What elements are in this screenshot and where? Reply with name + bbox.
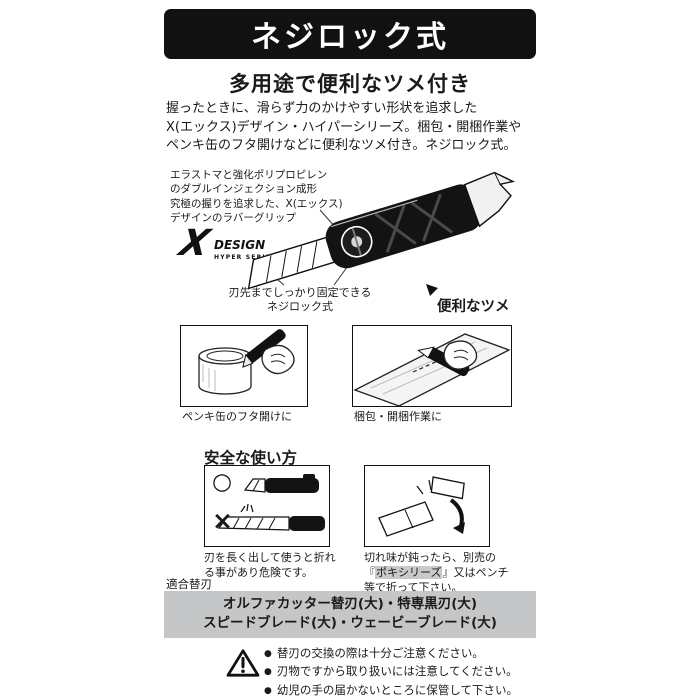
safety-title: 安全な使い方 [204,449,298,467]
bullet-icon: ● [264,685,272,696]
warning-list: ● 替刃の交換の際は十分ご注意ください。 ● 刃物ですから取り扱いには注意してくださ… [264,644,524,699]
paint-caption: ペンキ缶のフタ開けに [182,410,292,423]
claw-arrow-icon [426,284,438,296]
bullet-icon: ● [264,649,272,659]
blades-banner: オルファカッター替刃(大)・特専黒刃(大) スピードブレード(大)・ウェービーブ… [164,591,536,638]
warning-icon [226,649,260,677]
x-design-logo: X DESIGN HYPER SERIES [174,222,270,262]
snap-blade-figure [364,465,490,547]
claw-label: 便利なツメ [437,299,510,315]
packing-caption: 梱包・開梱作業に [354,410,442,423]
safety-left-caption: 刃を長く出して使うと折れ る事があり危険です。 [204,551,336,581]
grip-pattern [374,193,454,253]
bullet-icon: ● [264,667,272,678]
cardboard-illustration [353,333,511,406]
header-banner: ネジロック式 [164,9,536,59]
brand-highlight: ポキシリーズ [375,565,443,579]
logo-x: X [174,222,216,262]
safety-right-caption: 切れ味が鈍ったら、別売の 『ポキシリーズ』又はペンチ 等で折って下さい。 [364,551,508,596]
snap-blade-illustration [378,476,465,537]
grip-note-line: のダブルインジェクション成形 [170,183,317,196]
short-long-blade-illustration [217,474,325,531]
warning-text: 刃物ですから取り扱いには注意してください。 [276,664,518,679]
warning-item: ● 幼児の手の届かないところに保管して下さい。 [264,681,524,699]
blades-label: 適合替刃 [166,577,212,591]
subtitle: 多用途で便利なツメ付き [229,72,471,96]
page-title: ネジロック式 [251,20,449,55]
warning-text: 幼児の手の届かないところに保管して下さい。 [276,682,519,697]
intro-line: ペンキ缶のフタ開けなどに便利なツメ付き。ネジロック式。 [166,138,517,154]
grip-note: エラストマと強化ポリプロピレン のダブルインジェクション成形 究極の握りを追求し… [170,168,343,225]
lock-note: 刃先までしっかり固定できる ネジロック式 [220,286,380,315]
logo-design-text: DESIGN [214,238,265,252]
ng-cross-icon: × [212,506,233,535]
caption-line: る事があり危険です。 [204,565,313,579]
ok-circle-icon: ○ [212,469,233,495]
cardboard-figure [352,325,512,407]
caption-line: 刃を長く出して使うと折れ [204,551,336,564]
warning-text: 替刃の交換の際は十分ご注意ください。 [276,646,484,660]
knife-illustration [247,171,516,290]
warning-item: ● 刃物ですから取り扱いには注意してください。 [264,662,524,680]
grip-note-line: エラストマと強化ポリプロピレン [170,169,328,181]
lock-note-line: ネジロック式 [267,300,333,314]
blade-length-figure: ○ × [204,465,330,547]
intro-line: 握ったときに、滑らず力のかけやすい形状を追求した [166,101,478,116]
caption-line: 『ポキシリーズ』又はペンチ [364,565,509,579]
lock-note-line: 刃先までしっかり固定できる [228,286,372,299]
grip-note-line: デザインのラバーグリップ [170,211,296,224]
intro-paragraph: 握ったときに、滑らず力のかけやすい形状を追求した X(エックス)デザイン・ハイパ… [166,100,536,156]
grip-note-line: 究極の握りを追求した、X(エックス) [170,197,343,210]
caption-line: 切れ味が鈍ったら、別売の [364,551,496,564]
paint-can-illustration [198,329,295,395]
blades-line: オルファカッター替刃(大)・特専黒刃(大) [222,596,478,612]
caption-line: 等で折って下さい。 [364,580,463,594]
intro-line: X(エックス)デザイン・ハイパーシリーズ。梱包・開梱作業や [166,119,522,135]
blade [247,234,343,290]
claw [463,171,516,228]
knife-body [325,184,482,269]
paint-can-figure [180,325,308,407]
product-flyer: ネジロック式 多用途で便利なツメ付き 握ったときに、滑らず力のかけやすい形状を追… [162,0,538,700]
blades-line: スピードブレード(大)・ウェービーブレード(大) [203,614,497,631]
logo-series-text: HYPER SERIES [214,254,270,261]
warning-item: ● 替刃の交換の際は十分ご注意ください。 [264,644,524,662]
